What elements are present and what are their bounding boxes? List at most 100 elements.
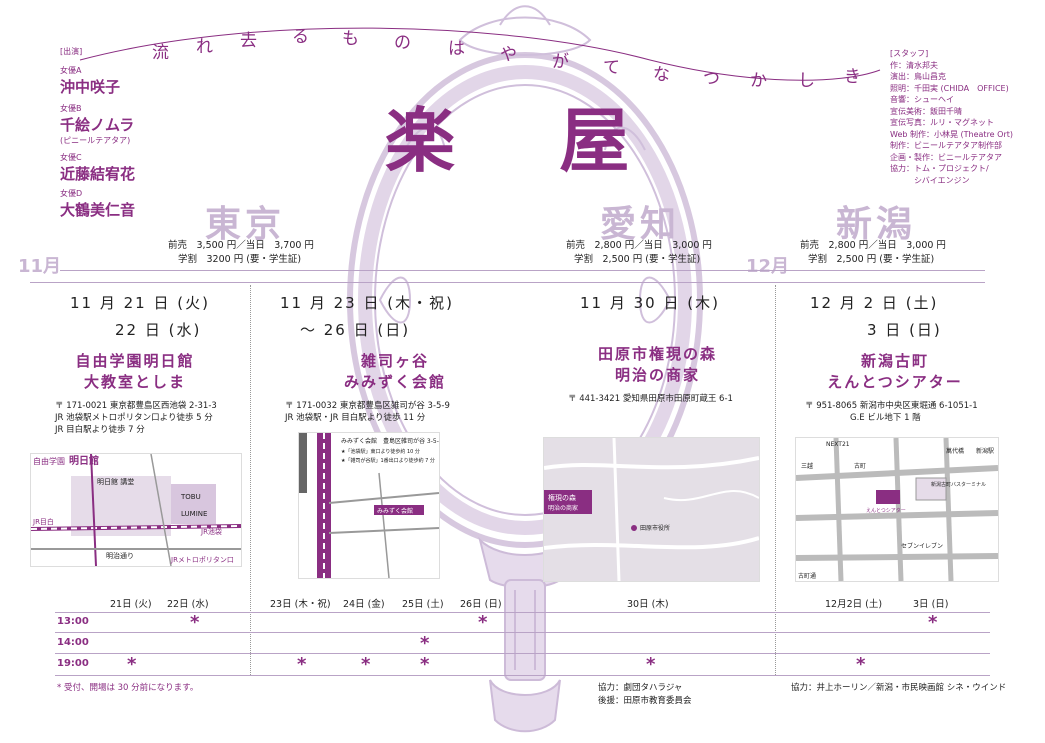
venue-jiyu-gakuen: 11 月 21 日 (火) 22 日 (水) 自由学園明日館 大教室としま 〒 … <box>20 292 250 436</box>
schedule-day: 23日 (木・祝) <box>270 599 331 610</box>
tagline-char: 流 <box>152 43 169 63</box>
venue-date: 3 日 (日) <box>867 321 942 339</box>
performance-mark: * <box>478 612 488 633</box>
map-label: 明治通り <box>106 551 134 560</box>
footer-note: * 受付、開場は 30 分前になります。 <box>57 683 199 693</box>
venue-address: 〒 171-0021 東京都豊島区西池袋 2-31-3 <box>55 401 217 411</box>
tagline-char: や <box>500 45 517 65</box>
cast-role: 女優A <box>60 66 82 75</box>
venue-access: JR 池袋駅メトロポリタン口より徒歩 5 分 <box>55 413 213 423</box>
aichi-sponsor: 後援：田原市教育委員会 <box>598 696 692 706</box>
staff-line: 演出：鳥山昌克 <box>890 72 946 81</box>
staff-line: 作：清水邦夫 <box>890 60 938 70</box>
tagline-char: れ <box>196 37 213 57</box>
staff-heading: [スタッフ] <box>890 49 929 58</box>
column-divider <box>250 285 251 675</box>
map-label: 萬代橋 <box>946 447 964 455</box>
venue-date: 11 月 23 日 (木・祝) <box>280 294 454 312</box>
map-label: 新潟古町バスターミナル <box>931 481 986 488</box>
schedule-day: 3日 (日) <box>913 599 949 610</box>
cast-name: 沖中咲子 <box>60 78 121 96</box>
staff-section: [スタッフ] 作：清水邦夫 演出：鳥山昌克 照明：千田実 (CHIDA OFFI… <box>890 48 1013 186</box>
cast-role: 女優D <box>60 189 83 198</box>
map-label: JRメトロポリタン口 <box>170 555 234 564</box>
performance-mark: * <box>420 633 430 654</box>
student-price-tokyo: 学割 3200 円 (要・学生証) <box>178 254 302 265</box>
staff-line: 制作：ビニールテアタア制作部 <box>890 141 1002 150</box>
map-label: TOBU <box>180 493 201 501</box>
venue-date: 〜 26 日 (日) <box>300 321 411 339</box>
venue-mimizuku: 11 月 23 日 (木・祝) 〜 26 日 (日) 雑司ヶ谷 みみずく会館 〒… <box>265 292 525 424</box>
performance-mark: * <box>856 654 866 675</box>
tagline-char: は <box>448 39 465 59</box>
tagline-char: の <box>394 33 411 53</box>
schedule-time: 19:00 <box>57 658 89 669</box>
map-label: 古町通 <box>798 572 816 580</box>
venue-name: 田原市権現の森 <box>597 345 717 363</box>
venue-address: 〒 171-0032 東京都豊島区雑司が谷 3-5-9 <box>285 401 450 411</box>
cast-member: 女優A 沖中咲子 <box>60 65 135 97</box>
performance-mark: * <box>190 612 200 633</box>
price-tokyo: 前売 3,500 円／当日 3,700 円 <box>168 240 314 251</box>
price-aichi: 前売 2,800 円／当日 3,000 円 <box>566 240 712 251</box>
venue-access: JR 目白駅より徒歩 7 分 <box>55 425 145 435</box>
staff-line: 宣伝美術：飯田千晴 <box>890 106 962 116</box>
map-label: みみずく会館 <box>377 507 413 515</box>
map-label: JR池袋 <box>200 527 222 536</box>
performance-mark: * <box>420 654 430 675</box>
venue-date: 22 日 (水) <box>115 321 202 339</box>
staff-line: 企画・製作：ビニールテアタア <box>890 152 1002 162</box>
month-december: 12月 <box>746 256 790 277</box>
schedule-rule <box>55 675 990 676</box>
staff-line: 協力：トム・プロジェクト/ <box>890 164 989 173</box>
map-jiyu-gakuen: 自由学園 明日館 明日館 講堂 LUMINE TOBU JR池袋 JR目白 明治… <box>30 453 242 567</box>
schedule-time: 13:00 <box>57 616 89 627</box>
map-label: LUMINE <box>181 510 207 518</box>
venue-name: 雑司ヶ谷 <box>360 352 429 370</box>
performance-mark: * <box>646 654 656 675</box>
map-label: ★「池袋駅」東口より徒歩約 10 分 <box>341 448 420 455</box>
staff-line: シバイエンジン <box>890 175 970 185</box>
tagline-char: が <box>552 52 569 72</box>
month-november: 11月 <box>18 256 62 277</box>
staff-line: 音響：シューヘイ <box>890 95 954 104</box>
venue-address: 〒 951-8065 新潟市中央区東堀通 6-1051-1 <box>805 401 978 411</box>
cast-name: 千絵ノムラ <box>60 116 135 134</box>
map-label: JR目白 <box>32 517 54 526</box>
map-label: 明日館 <box>69 454 99 467</box>
map-gongen-no-mori: 権現の森 明治の商家 田原市役所 <box>543 437 760 582</box>
performance-mark: * <box>297 654 307 675</box>
student-price-niigata: 学割 2,500 円 (要・学生証) <box>808 254 935 265</box>
venue-name: 新潟古町 <box>860 352 929 370</box>
staff-line: Web 制作：小林晃 (Theatre Ort) <box>890 129 1013 139</box>
venue-date: 11 月 21 日 (火) <box>70 294 210 312</box>
student-price-aichi: 学割 2,500 円 (要・学生証) <box>574 254 701 265</box>
schedule-day: 25日 (土) <box>402 599 444 610</box>
map-label: NEXT21 <box>826 441 850 448</box>
map-label: ★「雑司が谷駅」1番出口より徒歩約 7 分 <box>341 457 435 464</box>
tagline-char: 去 <box>240 31 257 51</box>
venue-date: 11 月 30 日 (木) <box>580 294 720 312</box>
schedule-day: 30日 (木) <box>627 599 669 610</box>
tagline-curve <box>79 27 881 81</box>
city-tokyo: 東京 <box>205 203 286 245</box>
venue-address-building: G.E ビル地下 1 階 <box>850 413 921 423</box>
tagline-char: な <box>653 65 670 85</box>
venue-name: 明治の商家 <box>614 366 700 384</box>
map-label: 明治の商家 <box>548 504 578 512</box>
schedule-day: 21日 (火) <box>110 599 152 610</box>
cast-member: 女優B 千絵ノムラ (ピニールテアタア) <box>60 103 135 146</box>
venue-date: 12 月 2 日 (土) <box>810 294 939 312</box>
cast-note: (ピニールテアタア) <box>60 136 131 145</box>
venue-access: JR 池袋駅・JR 目白駅より徒歩 11 分 <box>285 413 426 423</box>
cast-role: 女優B <box>60 104 82 113</box>
cast-role: 女優C <box>60 153 82 162</box>
venue-name: みみずく会館 <box>343 373 446 391</box>
cast-member: 女優D 大鶴美仁音 <box>60 188 135 220</box>
tagline-char: か <box>750 71 767 91</box>
tagline-char: し <box>798 71 815 91</box>
cast-member: 女優C 近藤結宥花 <box>60 152 135 184</box>
aichi-support: 協力：劇団タハラジャ <box>598 683 683 693</box>
venue-name: 大教室としま <box>83 373 186 391</box>
